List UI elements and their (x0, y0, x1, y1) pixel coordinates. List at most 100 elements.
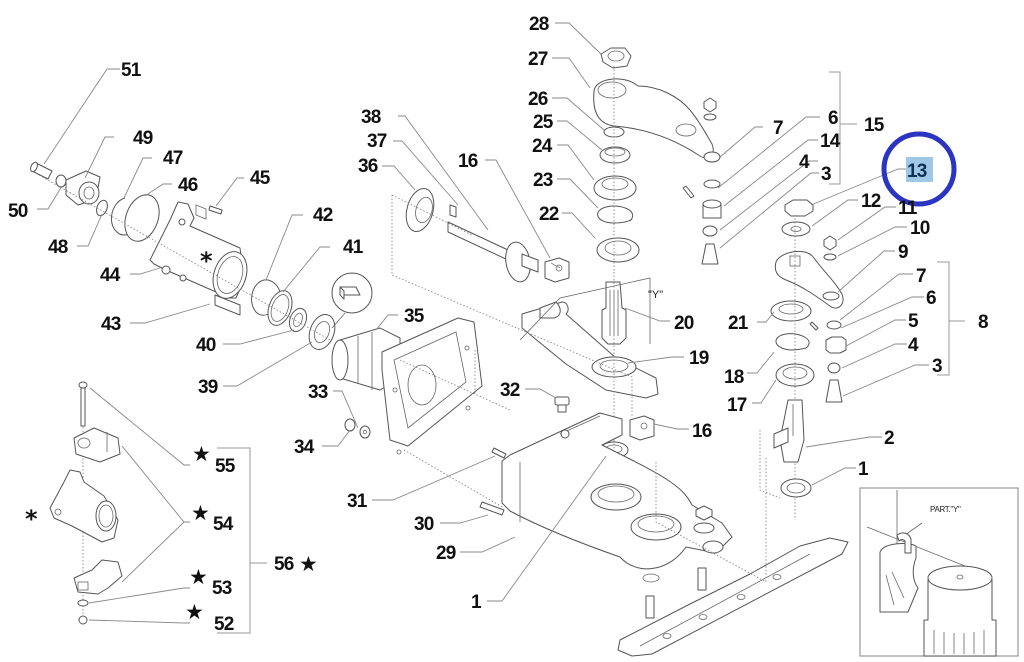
callout-11[interactable]: 11 (898, 198, 919, 219)
bracket-15 (829, 71, 857, 185)
callout-19[interactable]: 19 (689, 348, 710, 369)
washer-6a-drawing (703, 179, 721, 189)
callout-7-lower[interactable]: 7 (916, 266, 927, 287)
nut-5-drawing (825, 336, 847, 354)
callout-39[interactable]: 39 (198, 377, 219, 398)
clamp-53-lower-drawing (73, 559, 123, 595)
seal-25-drawing (599, 146, 631, 164)
callout-50[interactable]: 50 (8, 201, 29, 222)
callout-49[interactable]: 49 (133, 128, 154, 149)
callout-14[interactable]: 14 (820, 131, 842, 152)
grease-nipple-b-drawing (809, 321, 819, 331)
callout-9[interactable]: 9 (898, 242, 909, 263)
callout-2[interactable]: 2 (884, 428, 895, 449)
callout-29[interactable]: 29 (436, 543, 457, 564)
housing-kit-drawing (49, 469, 119, 543)
callout-45[interactable]: 45 (250, 168, 272, 189)
callout-36[interactable]: 36 (358, 156, 379, 177)
callout-53[interactable]: 53 (212, 578, 233, 599)
nut-28-drawing (600, 47, 632, 69)
callout-31[interactable]: 31 (347, 491, 369, 512)
washer-50-drawing (55, 174, 67, 188)
callout-7-upper[interactable]: 7 (773, 118, 784, 139)
callout-1-right[interactable]: 1 (858, 459, 870, 480)
callout-27[interactable]: 27 (528, 49, 549, 70)
nut-arm-drawing (703, 97, 717, 121)
bolt-55-drawing (78, 381, 88, 427)
highlight-ring (881, 131, 957, 207)
callout-4-upper[interactable]: 4 (799, 152, 811, 173)
stud-base-b-drawing (645, 595, 655, 619)
bearing-39-drawing (308, 314, 336, 350)
guide-line-right (759, 430, 781, 499)
callout-33[interactable]: 33 (308, 382, 329, 403)
highlighted-callout-13[interactable]: 13 (881, 131, 957, 207)
detail-circle-drawing (331, 272, 373, 329)
callout-41[interactable]: 41 (343, 237, 365, 258)
key-37-drawing (449, 204, 457, 218)
star-marker-53: ★ (189, 565, 208, 589)
ring-46-drawing (124, 194, 160, 242)
callout-35[interactable]: 35 (404, 306, 426, 327)
callout-18[interactable]: 18 (724, 367, 745, 388)
callout-6-upper[interactable]: 6 (828, 108, 839, 129)
callout-55[interactable]: 55 (215, 456, 237, 477)
callout-17[interactable]: 17 (727, 395, 748, 416)
callout-16-upper[interactable]: 16 (458, 151, 479, 172)
callout-21[interactable]: 21 (728, 313, 750, 334)
shaft-38-drawing (447, 221, 539, 283)
inset-title: PART."Y" (930, 505, 961, 514)
callout-26[interactable]: 26 (528, 89, 549, 110)
callout-13[interactable]: 13 (907, 161, 928, 182)
callout-4-lower[interactable]: 4 (908, 335, 920, 356)
callout-22[interactable]: 22 (539, 204, 560, 225)
callout-10[interactable]: 10 (910, 218, 931, 239)
pinion-20-drawing (601, 281, 627, 345)
callout-6-lower[interactable]: 6 (926, 288, 937, 309)
callout-28[interactable]: 28 (529, 14, 550, 35)
block-16-upper-drawing (544, 257, 570, 283)
callout-37[interactable]: 37 (367, 131, 388, 152)
callout-32[interactable]: 32 (500, 380, 521, 401)
callout-25[interactable]: 25 (533, 112, 555, 133)
callout-38[interactable]: 38 (361, 107, 382, 128)
callout-30[interactable]: 30 (414, 514, 435, 535)
callout-24[interactable]: 24 (532, 136, 554, 157)
callout-1-left[interactable]: 1 (471, 592, 483, 613)
callout-56[interactable]: 56 (274, 554, 295, 575)
plug-32-drawing (554, 396, 570, 413)
callout-3-upper[interactable]: 3 (821, 164, 832, 185)
callout-8[interactable]: 8 (978, 312, 989, 333)
bearing-4a-drawing (702, 225, 718, 237)
clamp-54-upper-drawing (73, 427, 121, 463)
callout-44[interactable]: 44 (100, 265, 122, 286)
callout-23[interactable]: 23 (533, 170, 554, 191)
callout-47[interactable]: 47 (163, 148, 184, 169)
detail-y-label: "Y" (648, 289, 663, 301)
callout-42[interactable]: 42 (313, 205, 334, 226)
callout-16-lower[interactable]: 16 (692, 421, 713, 442)
callout-52[interactable]: 52 (214, 614, 235, 635)
star-marker-56: ★ (299, 552, 318, 576)
callout-51[interactable]: 51 (121, 60, 143, 81)
callout-5[interactable]: 5 (908, 311, 920, 332)
o-ring-48-drawing (96, 199, 108, 217)
callout-46[interactable]: 46 (178, 175, 199, 196)
nut-13-drawing (784, 199, 814, 217)
callout-43[interactable]: 43 (101, 314, 122, 335)
callout-54[interactable]: 54 (213, 514, 235, 535)
asterisk-marker-housing: * (200, 247, 213, 275)
callout-40[interactable]: 40 (196, 335, 217, 356)
callout-48[interactable]: 48 (48, 237, 69, 258)
callout-12[interactable]: 12 (861, 191, 882, 212)
callout-20[interactable]: 20 (674, 313, 695, 334)
grease-nipple-drawing (682, 185, 695, 199)
nut-washer-base-drawing (693, 505, 715, 534)
pin-45-drawing (208, 205, 223, 215)
guide-line-housing (391, 194, 473, 236)
seal-21-drawing (770, 300, 812, 322)
callout-34[interactable]: 34 (294, 437, 316, 458)
callout-15[interactable]: 15 (864, 115, 886, 136)
callout-3-lower[interactable]: 3 (932, 356, 943, 377)
bearing-4b-drawing (827, 362, 841, 374)
